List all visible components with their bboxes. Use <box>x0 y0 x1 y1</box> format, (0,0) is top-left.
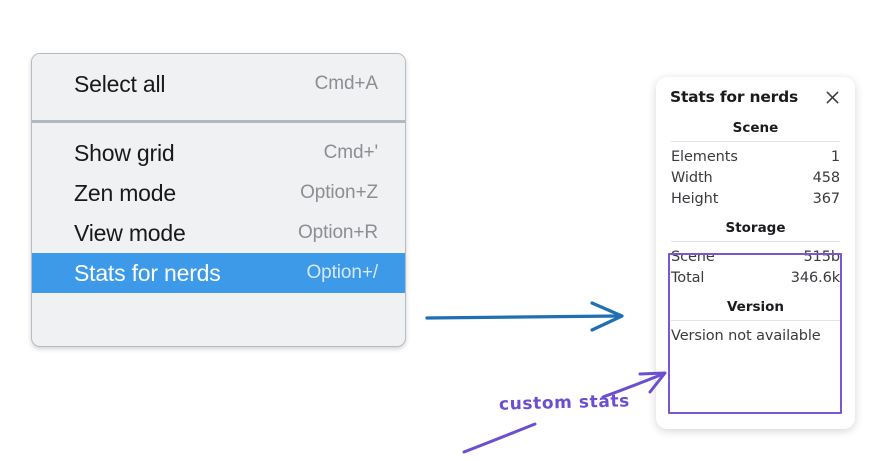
custom-stats-tail-stroke <box>462 422 537 454</box>
menu-item-zen-mode[interactable]: Zen mode Option+Z <box>32 173 405 213</box>
menu-item-select-all-shortcut: Cmd+A <box>314 73 378 94</box>
stat-row-height: Height 367 <box>669 188 842 209</box>
menu-item-show-grid-label: Show grid <box>74 139 175 166</box>
stat-row-total-storage: Total 346.6k <box>669 267 842 288</box>
stats-section-version: Version Version not available <box>669 297 842 347</box>
custom-stats-annotation-label: custom stats <box>498 391 631 415</box>
stat-row-width-label: Width <box>671 169 713 186</box>
stat-row-height-label: Height <box>671 190 719 207</box>
menu-item-select-all-label: Select all <box>74 70 166 97</box>
stat-row-width-value: 458 <box>812 169 840 186</box>
menu-group-1-top-padding <box>32 54 405 64</box>
blue-flow-arrow <box>425 301 624 332</box>
stats-section-storage-rule <box>671 241 840 242</box>
stats-section-version-heading: Version <box>726 299 785 315</box>
menu-item-view-mode[interactable]: View mode Option+R <box>32 213 405 253</box>
menu-item-zen-mode-label: Zen mode <box>74 179 176 206</box>
menu-item-stats-for-nerds-shortcut: Option+/ <box>306 262 378 283</box>
menu-group-1: Select all Cmd+A <box>32 54 405 120</box>
stats-section-scene: Scene Elements 1 Width 458 Height 367 <box>669 118 842 209</box>
menu-item-stats-for-nerds-label: Stats for nerds <box>74 259 221 286</box>
menu-group-1-bottom-padding <box>32 104 405 120</box>
menu-item-view-mode-shortcut: Option+R <box>298 222 378 243</box>
stats-panel-title: Stats for nerds <box>670 88 799 106</box>
stats-section-storage-heading: Storage <box>725 220 786 236</box>
menu-item-view-mode-label: View mode <box>74 219 186 246</box>
stat-row-scene-storage-label: Scene <box>671 248 715 265</box>
stat-row-scene-storage-value: 515b <box>803 248 841 265</box>
stats-section-scene-heading: Scene <box>732 120 779 136</box>
stat-row-elements-value: 1 <box>830 148 840 165</box>
menu-item-show-grid[interactable]: Show grid Cmd+' <box>32 133 405 173</box>
stat-row-height-value: 367 <box>812 190 840 207</box>
stat-row-width: Width 458 <box>669 167 842 188</box>
menu-item-zen-mode-shortcut: Option+Z <box>300 182 378 203</box>
menu-group-2-bottom-padding <box>32 293 405 309</box>
menu-item-select-all[interactable]: Select all Cmd+A <box>32 64 405 104</box>
stats-panel-header: Stats for nerds <box>669 87 842 106</box>
stat-row-version-note: Version not available <box>671 328 821 344</box>
stat-row-elements: Elements 1 <box>669 146 842 167</box>
close-icon[interactable] <box>823 88 841 106</box>
stats-section-scene-rule <box>671 141 840 142</box>
stat-row-total-storage-label: Total <box>671 269 705 286</box>
stat-row-total-storage-value: 346.6k <box>790 269 840 286</box>
stat-row-elements-label: Elements <box>671 148 738 165</box>
stat-row-scene-storage: Scene 515b <box>669 246 842 267</box>
stats-section-version-rule <box>671 320 840 321</box>
context-menu[interactable]: Select all Cmd+A Show grid Cmd+' Zen mod… <box>31 53 406 347</box>
menu-group-2-top-padding <box>32 123 405 133</box>
menu-group-2: Show grid Cmd+' Zen mode Option+Z View m… <box>32 120 405 309</box>
stats-for-nerds-panel: Stats for nerds Scene Elements 1 Width 4… <box>656 77 855 429</box>
stats-section-storage: Storage Scene 515b Total 346.6k <box>669 218 842 288</box>
menu-item-stats-for-nerds[interactable]: Stats for nerds Option+/ <box>32 253 405 293</box>
menu-item-show-grid-shortcut: Cmd+' <box>323 142 378 163</box>
